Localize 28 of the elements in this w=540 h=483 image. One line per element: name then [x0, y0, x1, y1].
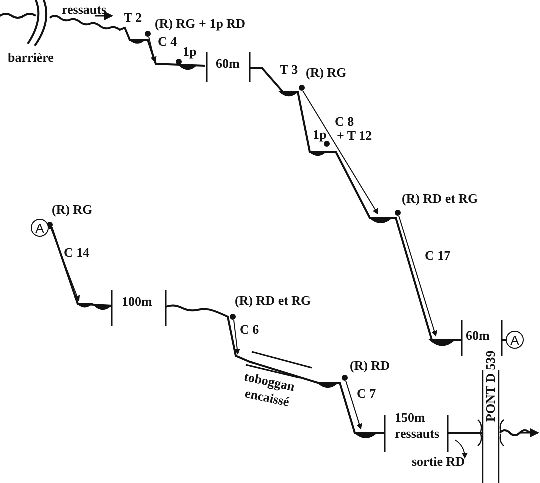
- anchor-label: (R) RG + 1p RD: [155, 17, 246, 30]
- anchor-label: (R) RD: [350, 359, 390, 372]
- distance-label: 150m: [395, 411, 426, 424]
- anchor-label: 1p: [313, 128, 327, 141]
- distance-label: 100m: [122, 295, 152, 308]
- anchor-label: (R) RD et RG: [235, 294, 312, 307]
- rappel-label: T 2: [124, 11, 142, 24]
- section-note: ressauts: [62, 3, 107, 16]
- exit-label: sortie RD: [412, 455, 466, 468]
- rappel-label: C 4: [158, 35, 178, 48]
- distance-label: 60m: [466, 329, 490, 342]
- connector-circle: A: [31, 219, 49, 237]
- bridge-label: PONT D 539: [484, 350, 497, 422]
- rappel-label: C 14: [64, 246, 90, 259]
- rappel-label: C 8: [335, 115, 354, 128]
- anchor-label: (R) RG: [52, 203, 93, 216]
- rappel-label: C 17: [425, 249, 451, 262]
- rappel-label: T 3: [280, 63, 298, 76]
- distance-label: 60m: [216, 57, 240, 70]
- rappel-label: + T 12: [337, 129, 372, 142]
- anchor-label: (R) RG: [306, 66, 347, 79]
- section-note: ressauts: [395, 427, 440, 440]
- barrier-label: 1p: [183, 45, 197, 58]
- rappel-label: C 7: [357, 387, 376, 400]
- anchor-label: (R) RD et RG: [402, 192, 478, 205]
- anchor-label: barrière: [8, 51, 54, 64]
- connector-circle: A: [506, 331, 524, 349]
- rappel-label: C 6: [240, 323, 260, 336]
